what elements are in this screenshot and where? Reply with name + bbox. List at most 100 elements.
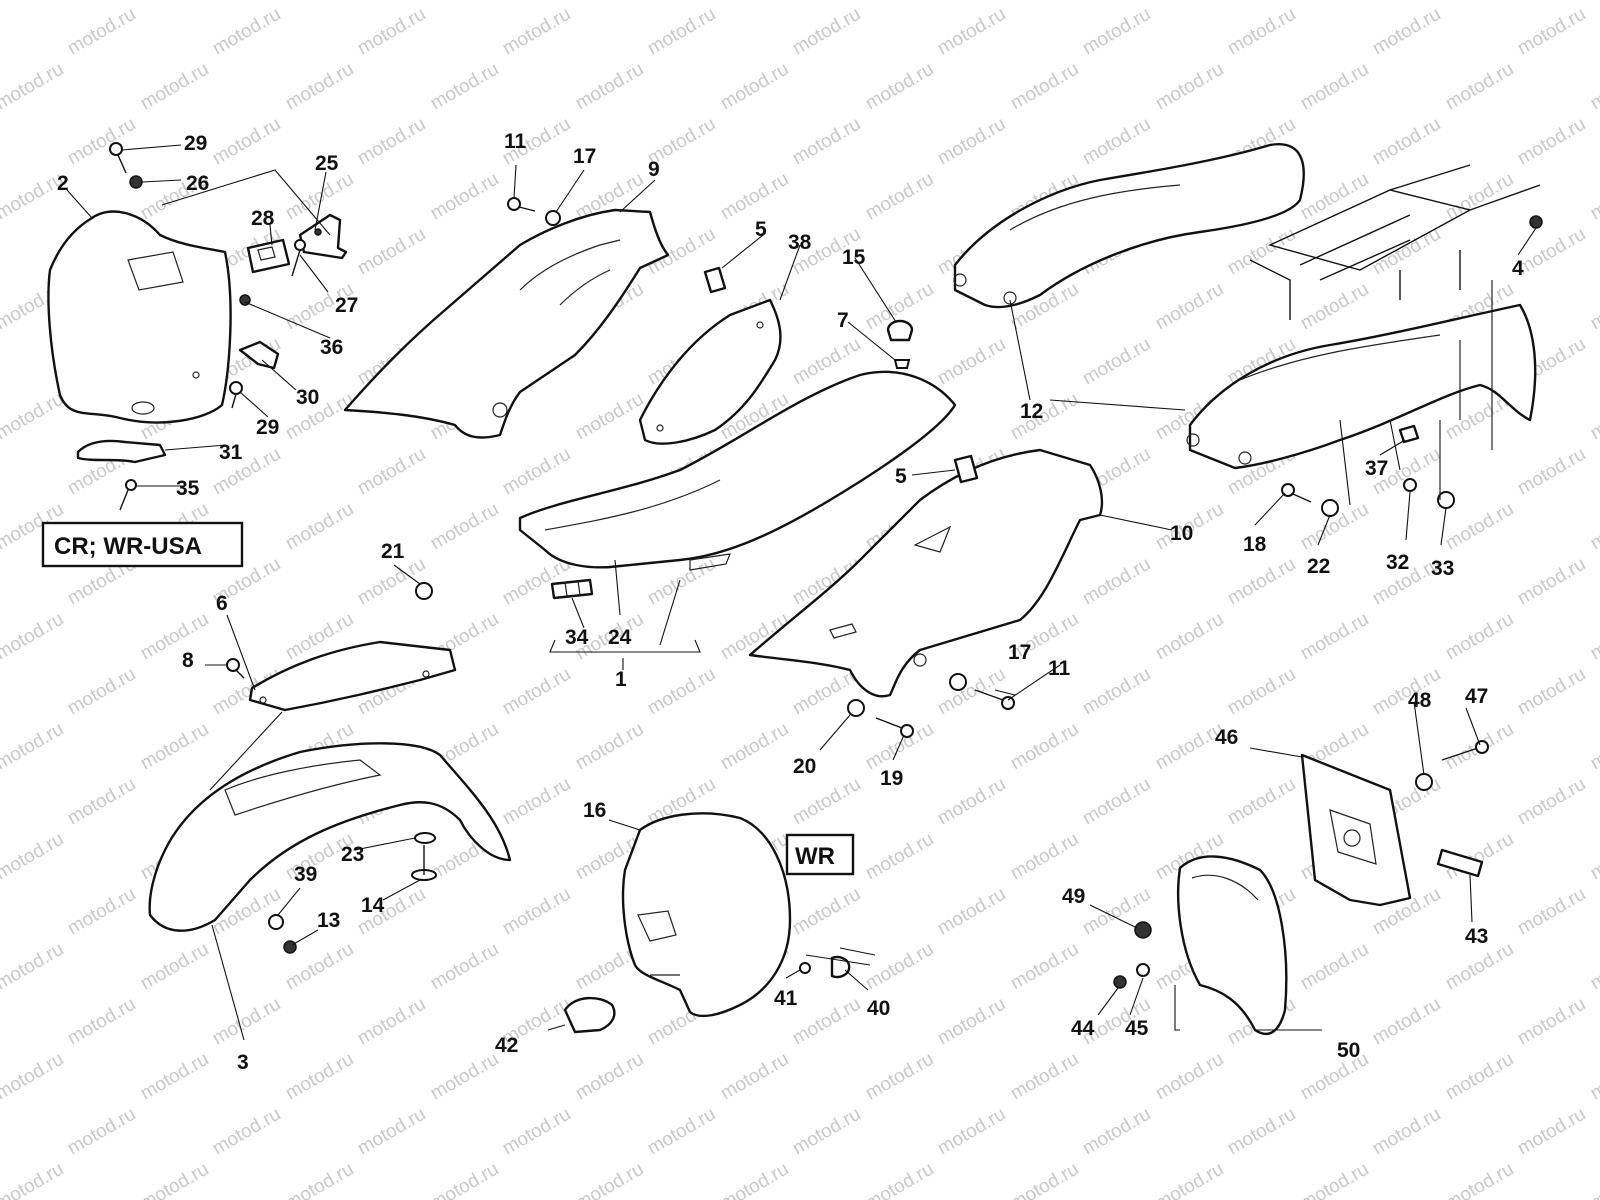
watermark-text-28: motod.ru — [282, 59, 357, 115]
watermark-text-284: motod.ru — [1152, 1159, 1227, 1200]
watermark-text-189: motod.ru — [64, 774, 139, 830]
watermark-text-31: motod.ru — [717, 59, 792, 115]
callout-8: 8 — [182, 649, 194, 672]
watermark-text-39: motod.ru — [64, 114, 139, 170]
watermark-text-72: motod.ru — [1224, 224, 1299, 280]
watermark-text-164: motod.ru — [64, 664, 139, 720]
watermark-text-237: motod.ru — [1587, 939, 1600, 995]
watermark-text-19: motod.ru — [789, 4, 864, 60]
callout-46: 46 — [1215, 726, 1238, 749]
callout-4: 4 — [1512, 257, 1524, 280]
watermark-text-276: motod.ru — [0, 1159, 67, 1200]
watermark-text-41: motod.ru — [354, 114, 429, 170]
watermark-text-56: motod.ru — [717, 169, 792, 225]
callout-5b: 5 — [895, 465, 907, 488]
hardware-4-nut — [1529, 215, 1543, 229]
hardware-18-bolt — [1281, 483, 1312, 503]
watermark-text-23: motod.ru — [1369, 4, 1444, 60]
hardware-23-washer — [414, 832, 436, 844]
part-1-seat — [518, 370, 957, 571]
watermark-text-74: motod.ru — [1514, 224, 1589, 280]
watermark-text-161: motod.ru — [1442, 609, 1517, 665]
watermark-text-21: motod.ru — [1079, 4, 1154, 60]
callout-7: 7 — [837, 309, 849, 332]
callout-5a: 5 — [755, 218, 767, 241]
hardware-37-clip — [1398, 424, 1420, 444]
callout-29b: 29 — [256, 416, 279, 439]
callout-6: 6 — [216, 592, 228, 615]
watermark-text-240: motod.ru — [209, 994, 284, 1050]
watermark-text-174: motod.ru — [1514, 664, 1589, 720]
watermark-text-255: motod.ru — [572, 1049, 647, 1105]
watermark-text-239: motod.ru — [64, 994, 139, 1050]
watermark-text-194: motod.ru — [789, 774, 864, 830]
hardware-45-washer — [1136, 963, 1150, 977]
watermark-text-262: motod.ru — [1587, 1049, 1600, 1105]
watermark-text-37: motod.ru — [1587, 59, 1600, 115]
callout-39: 39 — [294, 863, 317, 886]
watermark-text-195: motod.ru — [934, 774, 1009, 830]
watermark-text-271: motod.ru — [1079, 1104, 1154, 1160]
watermark-text-48: motod.ru — [1369, 114, 1444, 170]
watermark-text-177: motod.ru — [137, 719, 212, 775]
watermark-text-57: motod.ru — [862, 169, 937, 225]
variant-label-cr-wr-usa: CR; WR-USA — [54, 533, 202, 560]
watermark-text-176: motod.ru — [0, 719, 67, 775]
watermark-text-171: motod.ru — [1079, 664, 1154, 720]
hardware-13-nut — [283, 940, 297, 954]
watermark-text-7: motod.ru — [862, 0, 937, 4]
part-5-grommet-lower — [953, 454, 979, 484]
hardware-8-bolt — [226, 658, 245, 679]
watermark-text-261: motod.ru — [1442, 1049, 1517, 1105]
callout-11a: 11 — [504, 130, 527, 153]
part-12-rear-fender-upper — [953, 143, 1305, 309]
watermark-text-66: motod.ru — [354, 224, 429, 280]
watermark-text-274: motod.ru — [1514, 1104, 1589, 1160]
watermark-text-283: motod.ru — [1007, 1159, 1082, 1200]
watermark-text-27: motod.ru — [137, 59, 212, 115]
watermark-text-16: motod.ru — [354, 4, 429, 60]
watermark-text-260: motod.ru — [1297, 1049, 1372, 1105]
watermark-text-87: motod.ru — [1587, 279, 1600, 335]
watermark-text-6: motod.ru — [717, 0, 792, 4]
hardware-17-washer-upper — [545, 210, 561, 226]
watermark-text-269: motod.ru — [789, 1104, 864, 1160]
watermark-text-219: motod.ru — [789, 884, 864, 940]
watermark-text-4: motod.ru — [427, 0, 502, 4]
hardware-29-bolt-bottom — [229, 381, 243, 409]
hardware-49-nut — [1134, 921, 1152, 939]
callout-48: 48 — [1408, 689, 1432, 712]
variant-box-cr-wr-usa: CR; WR-USA — [41, 521, 244, 568]
hardware-20-washer — [847, 699, 865, 717]
watermark-text-105: motod.ru — [572, 389, 647, 445]
part-16-headlight-mask — [621, 812, 792, 1018]
watermark-text-128: motod.ru — [282, 499, 357, 555]
hardware-7-washer — [893, 359, 911, 369]
watermark-text-197: motod.ru — [1224, 774, 1299, 830]
watermark-text-212: motod.ru — [1587, 829, 1600, 885]
watermark-text-187: motod.ru — [1587, 719, 1600, 775]
watermark-text-235: motod.ru — [1297, 939, 1372, 995]
callouts: 1 2 3 4 5 5 6 7 8 9 10 11 11 12 13 14 15… — [57, 130, 1524, 1074]
watermark-text-124: motod.ru — [1514, 444, 1589, 500]
callout-34: 34 — [565, 626, 589, 649]
part-43-reflector — [1436, 848, 1484, 878]
watermark-text-233: motod.ru — [1007, 939, 1082, 995]
part-40-clamp — [830, 955, 851, 979]
watermark-text-95: motod.ru — [934, 334, 1009, 390]
part-2-front-number-plate — [47, 210, 232, 424]
leader-lines — [66, 144, 1537, 1041]
watermark-text-9: motod.ru — [1152, 0, 1227, 4]
watermark-text-73: motod.ru — [1369, 224, 1444, 280]
watermark-text-17: motod.ru — [499, 4, 574, 60]
part-30-bracket — [238, 340, 280, 370]
watermark-text-251: motod.ru — [0, 1049, 67, 1105]
watermark-text-273: motod.ru — [1369, 1104, 1444, 1160]
watermark-text-207: motod.ru — [862, 829, 937, 885]
watermark-text-20: motod.ru — [934, 4, 1009, 60]
watermark-text-258: motod.ru — [1007, 1049, 1082, 1105]
watermark-text-183: motod.ru — [1007, 719, 1082, 775]
hardware-41-screw — [799, 962, 811, 974]
watermark-text-214: motod.ru — [64, 884, 139, 940]
variant-label-wr: WR — [795, 843, 835, 870]
